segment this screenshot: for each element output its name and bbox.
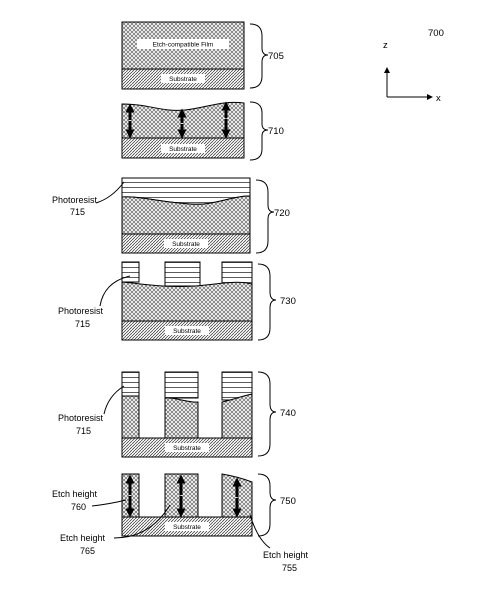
ref-720: 720: [274, 208, 290, 219]
film-pillar-740-a: [121, 395, 140, 439]
film-pillar-740-b: [164, 397, 199, 439]
substrate-label-bg-750: [165, 522, 209, 531]
leader-740: [103, 385, 125, 415]
step-710: Substrate 710: [121, 101, 284, 161]
photoresist-label-740: Photoresist: [58, 413, 104, 423]
ref-710: 710: [268, 126, 284, 137]
etch-height-label-765: Etch height: [60, 533, 106, 543]
film-720: [121, 195, 251, 235]
axis-indicator: z x: [383, 40, 441, 104]
substrate-label-710: Substrate: [169, 146, 197, 153]
substrate-label-bg-705: [161, 74, 205, 83]
photoresist-ref-730: 715: [75, 319, 90, 329]
brace-710: [249, 101, 269, 161]
brace-730: [257, 263, 277, 341]
step-740: Substrate Photoresist 715 740: [58, 371, 296, 458]
step-720: Substrate Photoresist 715 720: [52, 177, 290, 254]
step-705: Etch-compatible Film Substrate 705: [121, 21, 284, 90]
figure-number: 700: [428, 28, 444, 39]
pr-block-730-a: [121, 261, 140, 283]
pr-block-730-b: [164, 261, 201, 287]
photoresist-label-730: Photoresist: [58, 306, 104, 316]
substrate-label-bg-710: [161, 144, 205, 153]
ref-750: 750: [280, 496, 296, 507]
film-730: [121, 281, 253, 322]
substrate-label-720: Substrate: [172, 241, 200, 248]
brace-705: [249, 23, 269, 89]
photoresist-label-720: Photoresist: [52, 195, 98, 205]
step-750: Substrate 750 Etch height 760 Etch heigh…: [52, 473, 309, 573]
substrate-label-705: Substrate: [169, 76, 197, 83]
etch-height-label-760: Etch height: [52, 489, 98, 499]
ref-740: 740: [280, 408, 296, 419]
leader-760: [91, 499, 127, 507]
brace-720: [255, 179, 275, 254]
brace-740: [257, 371, 277, 457]
ref-730: 730: [280, 296, 296, 307]
leader-755: [249, 514, 271, 549]
etch-height-ref-755: 755: [282, 563, 297, 573]
film-label-bg: [137, 39, 229, 49]
pr-pillar-740-b: [164, 371, 199, 399]
z-axis-label: z: [383, 40, 388, 51]
photoresist-ref-720: 715: [70, 207, 85, 217]
film-pillar-740-c: [221, 393, 253, 439]
substrate-label-750: Substrate: [173, 524, 201, 531]
pr-block-730-c: [221, 261, 253, 285]
film-label: Etch-compatible Film: [153, 42, 214, 49]
photoresist-ref-740: 715: [76, 426, 91, 436]
leader-730: [99, 275, 131, 307]
leader-765: [113, 504, 171, 539]
brace-750: [257, 473, 277, 537]
substrate-label-bg-720: [164, 239, 208, 248]
substrate-label-bg-740: [165, 443, 209, 452]
substrate-label-bg-730: [165, 326, 209, 335]
ref-705: 705: [268, 51, 284, 62]
etch-height-label-755: Etch height: [263, 550, 309, 560]
etch-height-ref-760: 760: [71, 502, 86, 512]
step-730: Substrate Photoresist 715 730: [58, 261, 296, 341]
x-axis-label: x: [436, 93, 441, 104]
etch-height-ref-765: 765: [80, 546, 95, 556]
leader-720: [95, 181, 125, 204]
substrate-label-730: Substrate: [173, 328, 201, 335]
substrate-label-740: Substrate: [173, 445, 201, 452]
pr-pillar-740-a: [121, 371, 140, 397]
